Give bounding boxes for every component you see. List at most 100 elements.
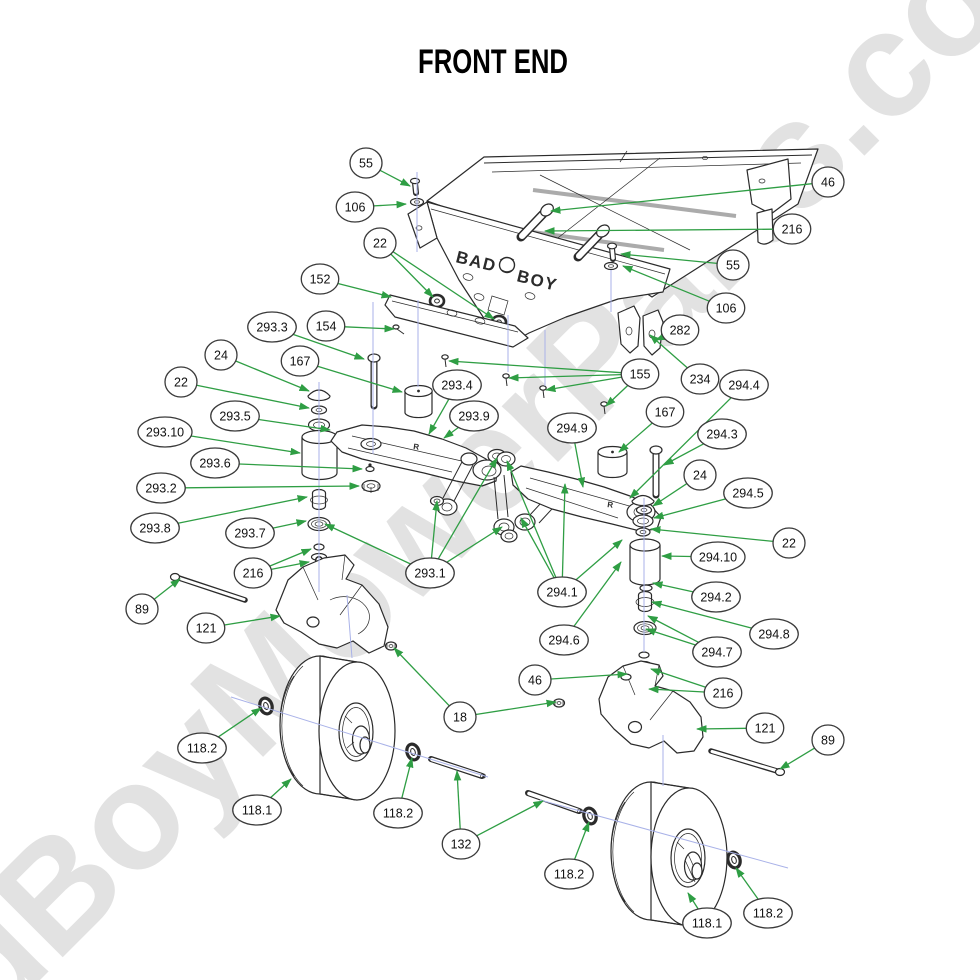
leader-arrow xyxy=(153,578,181,600)
callout-22: 22 xyxy=(772,527,806,559)
leader-arrow xyxy=(575,539,623,581)
callout-294.2: 294.2 xyxy=(691,581,741,613)
callout-293.2: 293.2 xyxy=(136,472,186,504)
svg-text:293.8: 293.8 xyxy=(139,522,170,536)
leader-arrow xyxy=(735,867,759,900)
rubber-bumper-167-left xyxy=(404,384,433,419)
svg-text:55: 55 xyxy=(726,259,740,273)
leader-arrow xyxy=(650,526,774,543)
leader-arrow xyxy=(651,600,752,629)
svg-text:294.8: 294.8 xyxy=(758,628,789,642)
svg-text:294.4: 294.4 xyxy=(728,379,759,393)
svg-text:293.1: 293.1 xyxy=(414,567,445,581)
leader-arrow xyxy=(506,460,557,578)
leader-arrow xyxy=(779,747,815,770)
svg-text:216: 216 xyxy=(243,567,264,581)
svg-text:293.9: 293.9 xyxy=(458,410,489,424)
leader-arrow xyxy=(437,457,498,560)
callout-294.1: 294.1 xyxy=(537,576,587,608)
svg-text:155: 155 xyxy=(630,368,651,382)
spacer-294-8 xyxy=(635,590,655,613)
leader-arrow xyxy=(622,265,710,302)
callout-294.3: 294.3 xyxy=(697,418,747,450)
leader-arrow xyxy=(196,384,310,410)
svg-text:294.9: 294.9 xyxy=(556,422,587,436)
leader-arrow xyxy=(224,613,281,626)
spindle-boss-294-10 xyxy=(629,538,661,586)
callout-106: 106 xyxy=(335,191,375,223)
svg-text:118.2: 118.2 xyxy=(383,807,413,821)
washer-106-right xyxy=(603,261,619,271)
leader-arrow xyxy=(379,169,411,187)
leader-arrows xyxy=(153,169,815,910)
leader-arrow xyxy=(185,482,360,490)
leader-arrow xyxy=(696,725,747,733)
leader-arrow xyxy=(269,548,312,567)
svg-text:118.1: 118.1 xyxy=(692,917,722,931)
callout-118.2: 118.2 xyxy=(743,897,793,929)
svg-text:234: 234 xyxy=(690,373,711,387)
leader-arrow xyxy=(605,384,629,407)
callout-294.9: 294.9 xyxy=(547,412,597,444)
svg-text:293.3: 293.3 xyxy=(256,321,287,335)
leader-arrow xyxy=(392,251,495,320)
leader-arrow xyxy=(476,800,544,837)
callout-293.1: 293.1 xyxy=(405,557,455,589)
leader-arrow xyxy=(650,668,706,688)
svg-text:294.1: 294.1 xyxy=(546,586,577,600)
leader-arrow xyxy=(645,628,696,646)
leader-arrow xyxy=(177,495,308,524)
leader-arrow xyxy=(649,334,688,369)
callout-22: 22 xyxy=(164,366,198,398)
callout-55: 55 xyxy=(349,147,383,179)
svg-text:293.4: 293.4 xyxy=(441,379,472,393)
svg-text:24: 24 xyxy=(214,349,228,363)
skid-plate xyxy=(384,294,529,348)
svg-text:293.6: 293.6 xyxy=(199,457,230,471)
callout-294.5: 294.5 xyxy=(723,477,773,509)
pivot-bolt-293-3 xyxy=(367,353,381,410)
leader-arrow xyxy=(652,483,688,507)
callout-216: 216 xyxy=(233,557,273,589)
callout-293.6: 293.6 xyxy=(190,447,240,479)
callout-293.8: 293.8 xyxy=(130,512,180,544)
svg-text:152: 152 xyxy=(310,273,331,287)
callout-293.9: 293.9 xyxy=(449,400,499,432)
svg-text:294.3: 294.3 xyxy=(706,428,737,442)
svg-text:294.2: 294.2 xyxy=(700,591,731,605)
leader-arrow xyxy=(448,357,622,374)
callout-154: 154 xyxy=(306,310,346,342)
svg-text:118.2: 118.2 xyxy=(753,907,783,921)
leader-arrow xyxy=(401,757,414,799)
svg-text:22: 22 xyxy=(373,237,387,251)
lock-nut-293-2 xyxy=(361,479,381,493)
svg-text:167: 167 xyxy=(290,355,311,369)
leader-arrow xyxy=(390,253,434,298)
axle-bolt-89-right xyxy=(708,748,786,777)
leader-arrow xyxy=(545,376,622,393)
svg-text:132: 132 xyxy=(451,838,472,852)
leader-arrow xyxy=(652,581,694,593)
leader-arrow xyxy=(648,685,705,694)
leader-arrow xyxy=(443,426,459,439)
leader-arrow xyxy=(653,498,726,520)
grease-zerk-293-6 xyxy=(365,463,375,473)
callout-132: 132 xyxy=(441,828,481,860)
leader-arrow xyxy=(661,552,692,560)
leader-arrow xyxy=(574,442,585,488)
dust-cap-294-4 xyxy=(631,494,655,507)
callout-282: 282 xyxy=(660,314,700,346)
axle-tube-132-right xyxy=(525,790,583,814)
svg-text:118.2: 118.2 xyxy=(187,742,217,756)
svg-text:46: 46 xyxy=(821,176,835,190)
callout-293.3: 293.3 xyxy=(247,311,297,343)
arm-stamp-right: R xyxy=(607,500,614,510)
leader-arrow xyxy=(393,647,450,707)
svg-text:118.2: 118.2 xyxy=(554,868,584,882)
svg-text:89: 89 xyxy=(135,603,149,617)
leader-arrow xyxy=(217,707,262,738)
svg-text:118.1: 118.1 xyxy=(242,804,272,818)
callout-293.7: 293.7 xyxy=(225,517,275,549)
callout-46: 46 xyxy=(811,166,845,198)
leader-arrow xyxy=(620,251,718,265)
